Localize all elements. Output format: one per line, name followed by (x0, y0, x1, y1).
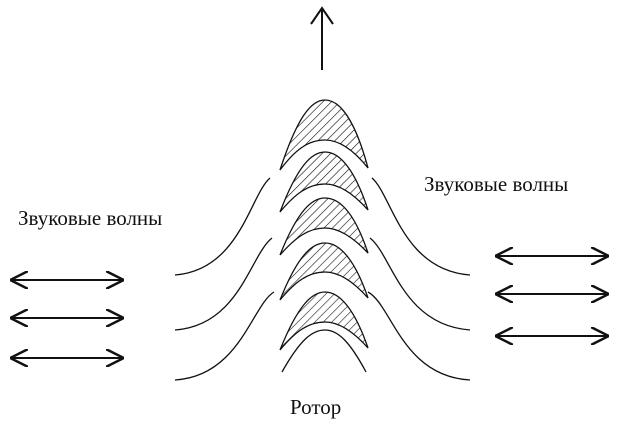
wave-curve-bottom (174, 291, 471, 381)
sound-waves-label-right: Звуковые волны (424, 172, 569, 196)
sound-waves-label-left: Звуковые волны (18, 206, 163, 230)
rotor-blade (279, 197, 369, 256)
right-double-arrows (497, 256, 607, 336)
rotor-blade (279, 242, 369, 301)
rotor-label: Ротор (290, 395, 342, 419)
left-double-arrows (12, 280, 122, 358)
sound-wave-curves (174, 177, 471, 381)
wave-curve-middle (174, 237, 471, 331)
rotor-blade (279, 291, 369, 351)
rotor-blade (281, 329, 367, 373)
wave-curve-top (174, 177, 471, 276)
rotor-blade (279, 151, 369, 213)
up-arrow-icon (310, 6, 334, 70)
rotor-blades (279, 99, 369, 373)
rotor-blade (279, 99, 369, 171)
